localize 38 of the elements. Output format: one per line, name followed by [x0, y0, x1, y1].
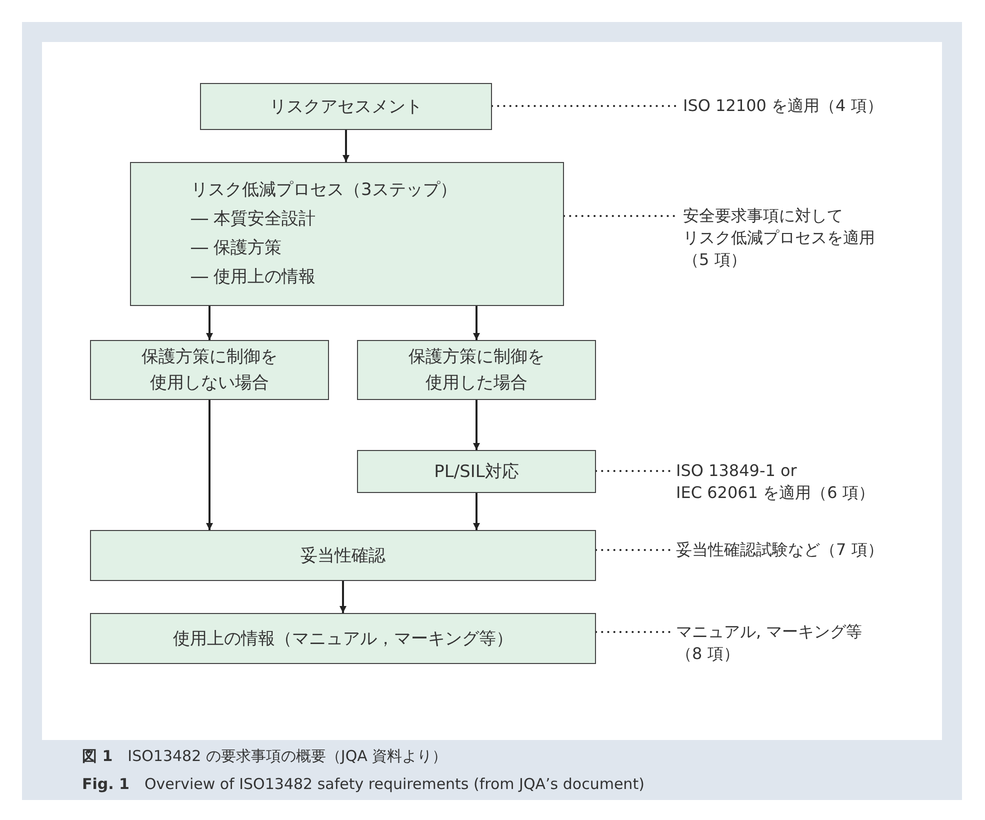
annotation-text: IEC 62061 を適用（6 項）: [676, 482, 874, 504]
annotation-text: リスク低減プロセスを適用: [683, 227, 875, 249]
annotation-text: 妥当性確認試験など（7 項）: [676, 539, 884, 561]
process-box: [357, 340, 596, 400]
arrow: [473, 493, 480, 530]
arrow: [206, 400, 213, 530]
process-box: [357, 450, 596, 493]
box-label: 保護方策に制御を使用しない場合: [140, 346, 278, 395]
box-label: 使用上の情報（マニュアル，マーキング等）: [173, 628, 513, 650]
annotation-text: ISO 12100 を適用（4 項）: [683, 95, 883, 117]
arrow: [340, 581, 346, 613]
box-heading: リスク低減プロセス（3ステップ）: [191, 179, 457, 202]
annotation-text: 安全要求事項に対して: [683, 205, 844, 227]
box-label: 保護方策に制御を使用した場合: [408, 346, 546, 395]
process-box: [90, 613, 596, 664]
box-label: 妥当性確認: [300, 544, 386, 568]
arrow: [342, 130, 350, 162]
box-label: リスクアセスメント: [270, 96, 422, 118]
annotation-text: ISO 13849-1 or: [676, 460, 798, 482]
figure-caption: Fig. 1 Overview of ISO13482 safety requirements (from JQA’s document): [82, 775, 644, 794]
figure-caption: 図 1 ISO13482 の要求事項の概要（JQA 資料より）: [82, 747, 448, 766]
annotation-text: （5 項）: [683, 249, 748, 271]
leader-line: [595, 631, 673, 633]
box-label: PL/SIL対応: [434, 460, 519, 484]
annotation-text: マニュアル, マーキング等: [676, 621, 862, 643]
process-box: [200, 83, 492, 130]
list-item: ― 使用上の情報: [191, 266, 316, 289]
arrow: [473, 400, 480, 450]
process-box: [130, 162, 564, 306]
arrow: [473, 306, 480, 340]
annotation-text: （8 項）: [676, 643, 740, 665]
leader-line: [595, 549, 673, 551]
leader-line: [595, 470, 673, 472]
list-item: ― 本質安全設計: [191, 208, 316, 231]
arrow: [206, 306, 213, 340]
process-box: [90, 340, 329, 400]
process-box: [90, 530, 596, 581]
list-item: ― 保護方策: [191, 237, 282, 260]
